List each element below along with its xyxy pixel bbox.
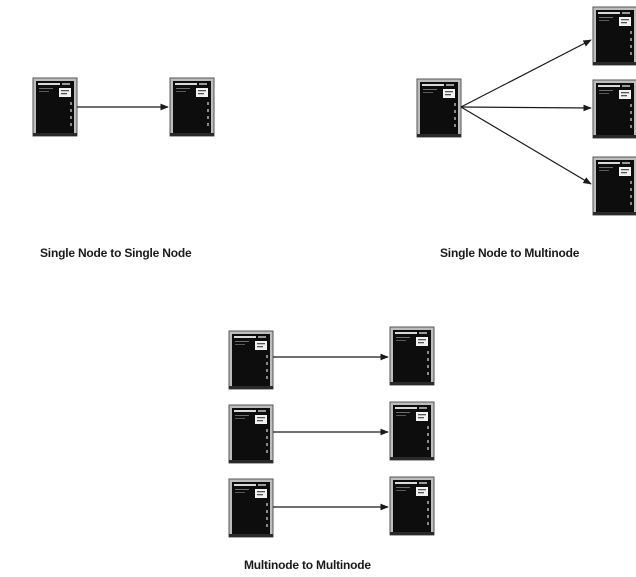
single-to-multi-group bbox=[416, 6, 636, 216]
computer-node-icon bbox=[389, 326, 435, 386]
arrow-connector bbox=[460, 104, 592, 112]
arrow-connector bbox=[460, 39, 592, 108]
computer-node-icon bbox=[228, 404, 274, 464]
computer-node-icon bbox=[416, 78, 462, 138]
computer-node-icon bbox=[389, 401, 435, 461]
computer-node-icon bbox=[592, 6, 636, 66]
single-to-single-group bbox=[32, 77, 215, 137]
computer-node-icon bbox=[389, 476, 435, 536]
computer-node-icon bbox=[592, 79, 636, 139]
caption-single-to-single: Single Node to Single Node bbox=[40, 246, 192, 260]
arrow-connector bbox=[460, 106, 592, 185]
computer-node-icon bbox=[592, 156, 636, 216]
computer-node-icon bbox=[32, 77, 78, 137]
computer-node-icon bbox=[228, 330, 274, 390]
caption-single-to-multinode: Single Node to Multinode bbox=[440, 246, 580, 260]
caption-multinode-to-multinode: Multinode to Multinode bbox=[244, 558, 371, 572]
computer-node-icon bbox=[169, 77, 215, 137]
multi-to-multi-group bbox=[228, 326, 435, 538]
computer-node-icon bbox=[228, 478, 274, 538]
